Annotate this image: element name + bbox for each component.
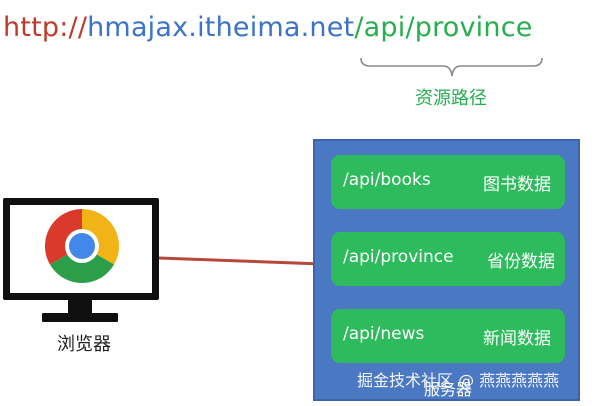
url-host: hmajax.itheima.net: [87, 12, 355, 43]
route-books: /api/books 图书数据: [331, 155, 565, 209]
route-news: /api/news 新闻数据: [331, 309, 565, 363]
chrome-icon: [45, 209, 119, 283]
route-path: /api/province: [343, 247, 454, 267]
url-path: /api/province: [354, 12, 533, 43]
path-brace: [360, 57, 543, 77]
route-path: /api/news: [343, 324, 425, 344]
url-line: http://hmajax.itheima.net/api/province: [3, 8, 533, 48]
watermark: 掘金技术社区 @ 燕燕燕燕燕: [357, 371, 560, 390]
browser-label: 浏览器: [57, 334, 111, 355]
server-box: /api/books 图书数据 /api/province 省份数据 /api/…: [313, 139, 580, 401]
route-path: /api/books: [343, 170, 431, 190]
route-name: 省份数据: [487, 252, 555, 272]
resource-path-label: 资源路径: [415, 88, 487, 109]
route-name: 新闻数据: [483, 329, 551, 349]
url-protocol: http://: [3, 12, 88, 43]
server-label: 服务器: [423, 380, 472, 399]
route-province: /api/province 省份数据: [331, 232, 565, 286]
route-name: 图书数据: [483, 175, 551, 195]
request-arrow: [158, 256, 330, 270]
